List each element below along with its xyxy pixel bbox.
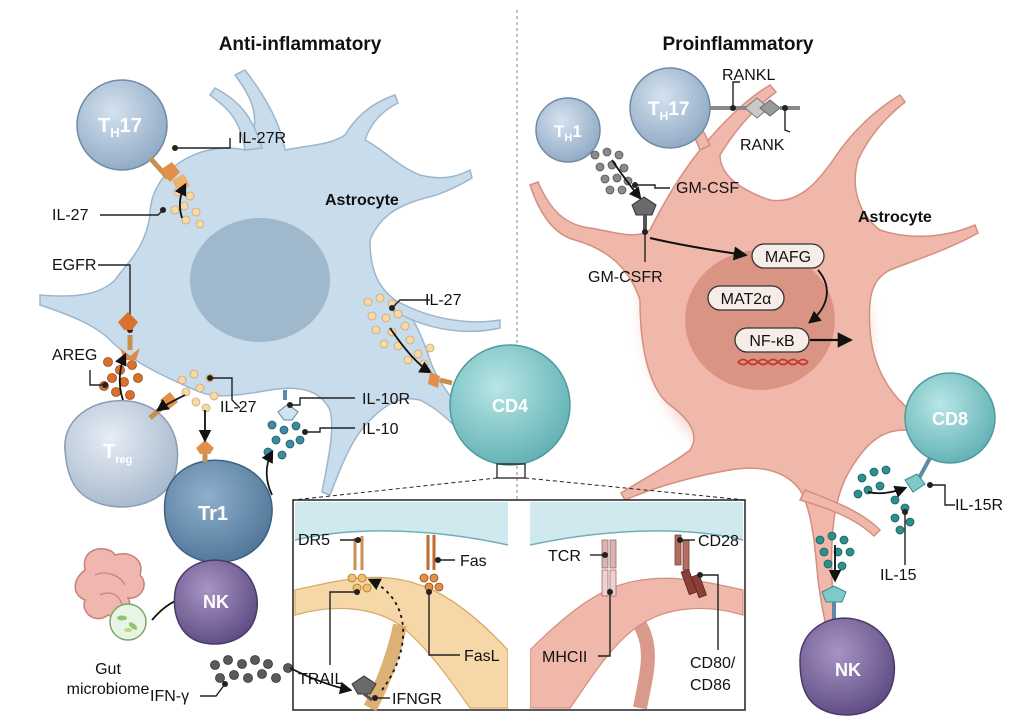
svg-text:Tr1: Tr1	[198, 503, 228, 525]
right-astrocyte-nucleus	[685, 250, 835, 390]
svg-text:CD4: CD4	[492, 396, 528, 416]
nk-right-dots	[815, 531, 855, 571]
nfkb-box: NF-κB	[734, 327, 810, 353]
il27-arrow-top	[174, 182, 187, 219]
svg-text:TH17: TH17	[98, 115, 142, 140]
il10-dots	[263, 420, 305, 460]
il27-label-a: IL-27	[52, 207, 89, 224]
gmcsf-dots	[590, 147, 633, 195]
nk-left-cell: NK	[173, 559, 258, 645]
svg-text:CD8: CD8	[932, 409, 968, 429]
svg-text:TH17: TH17	[648, 99, 689, 123]
th1-cell: TH1	[535, 97, 601, 163]
microbiome-lens-icon	[109, 603, 147, 641]
dna-strand	[737, 358, 809, 366]
svg-text:NF-κB: NF-κB	[749, 333, 794, 350]
rank-label: RANK	[740, 137, 785, 154]
ifng-dots	[210, 655, 293, 683]
svg-text:MAFG: MAFG	[765, 249, 811, 266]
svg-text:MAT2α: MAT2α	[721, 291, 772, 308]
left-astrocyte-label: Astrocyte	[325, 192, 399, 209]
rankl-label: RANKL	[722, 67, 775, 84]
il15r-label: IL-15R	[955, 497, 1003, 514]
nk-right-receptor	[821, 585, 847, 620]
gut-icon	[74, 548, 145, 620]
synapse-inset	[292, 499, 746, 712]
cd8-cell: CD8	[904, 372, 996, 464]
il10r-receptor	[277, 390, 299, 421]
mafg-box: MAFG	[751, 243, 825, 269]
gmcsfr-label: GM-CSFR	[588, 269, 663, 286]
mat2a-box: MAT2α	[707, 285, 785, 311]
tr1-cell: Tr1	[163, 459, 273, 564]
gmcsfr-to-mafg-arrow	[649, 237, 748, 261]
nk-right-cell: NK	[799, 617, 896, 716]
ifngr-dotted-arrow	[367, 578, 405, 691]
cd4-receptor	[428, 372, 453, 388]
gmcsf-label: GM-CSF	[676, 180, 739, 197]
gut-label-2: microbiome	[67, 681, 150, 698]
ifngr-receptor	[351, 675, 377, 702]
treg-receptor	[148, 392, 178, 420]
il27r-label: IL-27R	[238, 130, 286, 147]
il27-label-b: IL-27	[425, 292, 462, 309]
trail-label: TRAIL	[298, 671, 343, 688]
left-astrocyte-nucleus	[190, 218, 330, 342]
egfr-label: EGFR	[52, 257, 96, 274]
mhcii-label: MHCII	[542, 649, 587, 666]
fas-label: Fas	[460, 553, 487, 570]
fas-fasl-complex	[419, 535, 444, 592]
ifngr-label: IFNGR	[392, 691, 442, 708]
il15-arrow	[867, 485, 908, 498]
il27-arrow-cd4	[389, 327, 433, 374]
areg-label: AREG	[52, 347, 97, 364]
tcr-label: TCR	[548, 548, 581, 565]
svg-text:TH1: TH1	[554, 122, 582, 144]
cd80-label-2: CD86	[690, 677, 731, 694]
th17-right-cell: TH17	[629, 67, 711, 149]
ifng-label: IFN-γ	[150, 688, 189, 705]
il10-arrow	[261, 449, 274, 496]
fasl-label: FasL	[464, 648, 500, 665]
gmcsf-arrow	[611, 159, 642, 200]
cd80-label-1: CD80/	[690, 655, 736, 672]
gut-label-1: Gut	[95, 661, 121, 678]
il10r-label: IL-10R	[362, 391, 410, 408]
svg-text:NK: NK	[835, 660, 861, 680]
inset-source-box	[496, 463, 526, 479]
right-astrocyte-label: Astrocyte	[858, 209, 932, 226]
dr5-label: DR5	[298, 532, 330, 549]
il27-arrow-treg	[155, 394, 186, 412]
left-panel-title: Anti-inflammatory	[219, 34, 382, 55]
svg-text:NK: NK	[203, 592, 229, 612]
il27-label-c: IL-27	[220, 399, 257, 416]
il15-label: IL-15	[880, 567, 917, 584]
cd4-cell: CD4	[449, 344, 571, 466]
right-panel-title: Proinflammatory	[663, 34, 814, 55]
tr1-receptor	[196, 440, 214, 462]
il15r-receptor	[904, 457, 932, 493]
left-astrocyte	[39, 69, 501, 496]
th17-left-cell: TH17	[76, 79, 168, 171]
il10-label: IL-10	[362, 421, 399, 438]
svg-text:Treg: Treg	[103, 441, 132, 466]
treg-cell: Treg	[64, 400, 179, 508]
ifng-to-ifngr-arrow	[289, 667, 353, 695]
mafg-mat2a-arrow	[808, 269, 828, 324]
cd28-label: CD28	[698, 533, 739, 550]
